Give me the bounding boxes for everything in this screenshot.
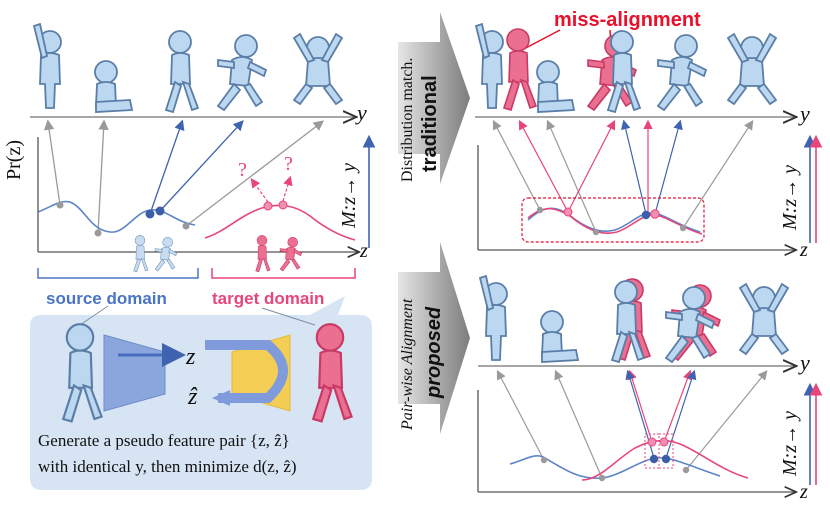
miss-alignment-label: miss-alignment xyxy=(554,9,701,31)
right-top-point xyxy=(679,224,687,232)
right-bottom-point xyxy=(649,454,659,464)
question-arrow xyxy=(282,175,293,202)
right-bottom-point xyxy=(598,474,606,482)
target-point xyxy=(263,201,273,211)
right-top-z-label: z xyxy=(799,239,808,261)
right-top-point xyxy=(563,207,573,217)
question-mark: ? xyxy=(238,159,247,181)
right-top-point xyxy=(641,210,651,220)
target-domain-label: target domain xyxy=(212,289,324,308)
right-bottom-y-label: y xyxy=(798,350,810,375)
figure-wave xyxy=(33,23,62,109)
source-point xyxy=(182,222,190,230)
left-y-label: y xyxy=(355,100,367,125)
right-bottom-point xyxy=(682,466,690,474)
figure-run xyxy=(217,34,267,111)
source-point xyxy=(94,229,102,237)
left-z-label: z xyxy=(359,240,368,262)
proposed-arrow: Pair-wise Alignment proposed xyxy=(398,242,470,434)
target-bracket xyxy=(211,268,356,279)
source-bracket xyxy=(37,268,199,279)
question-arrow xyxy=(250,178,269,203)
right-top-mapping-label: M:z→ y xyxy=(779,165,801,231)
pr-z-label: Pr(z) xyxy=(3,140,25,180)
right-bottom-mapping-label: M:z→ y xyxy=(779,411,801,477)
target-distribution-curve xyxy=(204,204,356,241)
right-top-point xyxy=(650,209,660,219)
source-point xyxy=(155,206,165,216)
right-top-y-label: y xyxy=(798,101,810,126)
question-mark: ? xyxy=(284,153,293,175)
miss-pointer xyxy=(521,29,561,51)
miss-alignment-box xyxy=(521,197,705,243)
source-point xyxy=(56,201,64,209)
right-bottom-point xyxy=(540,456,548,464)
figure-cheer xyxy=(293,33,343,105)
right-top-target-curve xyxy=(527,207,703,235)
target-point xyxy=(278,200,288,210)
right-bottom-target-curve xyxy=(581,439,749,481)
callout-text-line1: Generate a pseudo feature pair {z, ẑ} xyxy=(38,431,290,450)
target-small-figures xyxy=(255,235,302,273)
left-pose-figures xyxy=(33,23,343,113)
loop-arrowhead xyxy=(212,390,230,406)
right-bottom-point xyxy=(647,437,657,447)
right-bottom-point xyxy=(661,454,671,464)
left-mapping-arrows xyxy=(43,119,325,234)
pseudo-loop xyxy=(205,340,288,403)
source-point xyxy=(145,209,155,219)
right-top-mapping-arrows xyxy=(492,119,754,233)
traditional-small-label: Distribution match. xyxy=(399,58,416,182)
figure-sit xyxy=(94,60,133,113)
traditional-arrow: Distribution match. traditional xyxy=(398,12,470,184)
proposed-small-label: Pair-wise Alignment xyxy=(399,298,416,431)
z-symbol: z xyxy=(185,344,196,370)
right-top-point xyxy=(536,206,544,214)
traditional-big-label: traditional xyxy=(419,75,441,172)
source-small-figures xyxy=(133,235,177,273)
right-bottom-figures xyxy=(479,275,789,363)
figure-walk xyxy=(165,30,199,113)
right-top-point xyxy=(592,228,600,236)
source-domain-label: source domain xyxy=(46,289,167,308)
callout-text-line2: with identical y, then minimize d(z, ẑ) xyxy=(38,457,297,476)
left-mapping-label: M:z→ y xyxy=(338,163,360,229)
proposed-big-label: proposed xyxy=(423,306,445,399)
right-bottom-z-label: z xyxy=(799,481,808,503)
right-bottom-mapping-arrows xyxy=(496,369,768,479)
right-bottom-point xyxy=(659,437,669,447)
z-hat-symbol: ẑ xyxy=(187,384,198,410)
right-top-source-curve xyxy=(527,207,701,233)
